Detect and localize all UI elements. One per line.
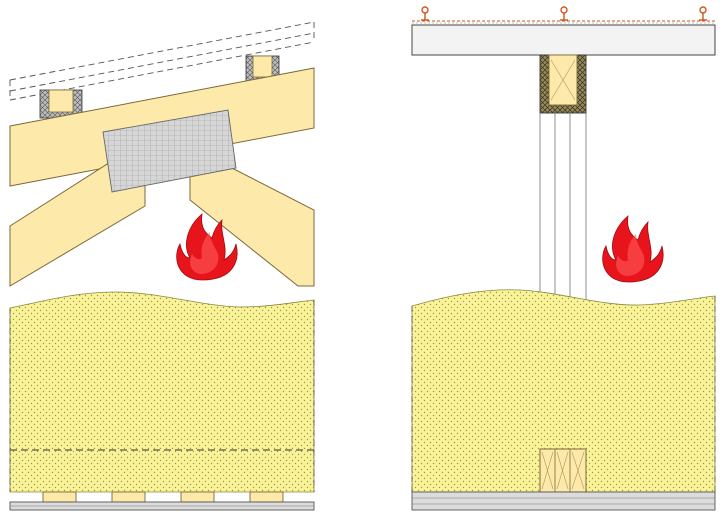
insulation-left — [9, 291, 315, 493]
fixing-icon — [699, 6, 707, 21]
fixings — [421, 6, 707, 21]
beam-protected — [539, 54, 587, 114]
bottom-beam — [539, 448, 587, 493]
post — [539, 113, 587, 300]
ceiling-board-left — [9, 501, 315, 511]
flame-icon — [176, 213, 238, 281]
left-panel — [9, 21, 315, 511]
mesh-connector-plate — [102, 109, 237, 193]
battens-left — [42, 491, 284, 503]
roof-deck-board — [411, 24, 716, 56]
ceiling-board-right — [411, 491, 716, 511]
fixing-icon — [560, 6, 568, 21]
right-panel — [411, 6, 716, 511]
flame-icon — [602, 215, 664, 283]
brace-left — [9, 160, 146, 287]
insulation-right — [411, 289, 716, 493]
fixing-icon — [421, 6, 429, 21]
